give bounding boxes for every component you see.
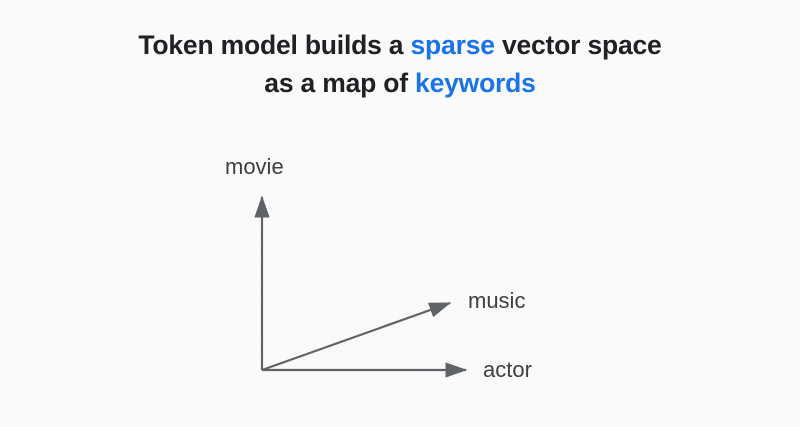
axis-label-actor: actor	[483, 357, 532, 382]
title-accent-sparse: sparse	[410, 30, 495, 60]
title-line-1: Token model builds a sparse vector space	[0, 26, 800, 64]
title-accent-keywords: keywords	[415, 68, 536, 98]
axes-svg	[254, 195, 468, 378]
title-line-1-prefix: Token model builds a	[138, 30, 411, 60]
axis-label-music: music	[468, 288, 526, 313]
vector-space-diagram: movie music actor	[180, 140, 620, 410]
title-line-2: as a map of keywords	[0, 64, 800, 102]
axis-label-movie: movie	[225, 154, 284, 179]
music-axis-arrow	[261, 301, 452, 372]
page-title: Token model builds a sparse vector space…	[0, 26, 800, 102]
title-line-2-prefix: as a map of	[264, 68, 416, 98]
title-line-1-suffix: vector space	[494, 30, 662, 60]
